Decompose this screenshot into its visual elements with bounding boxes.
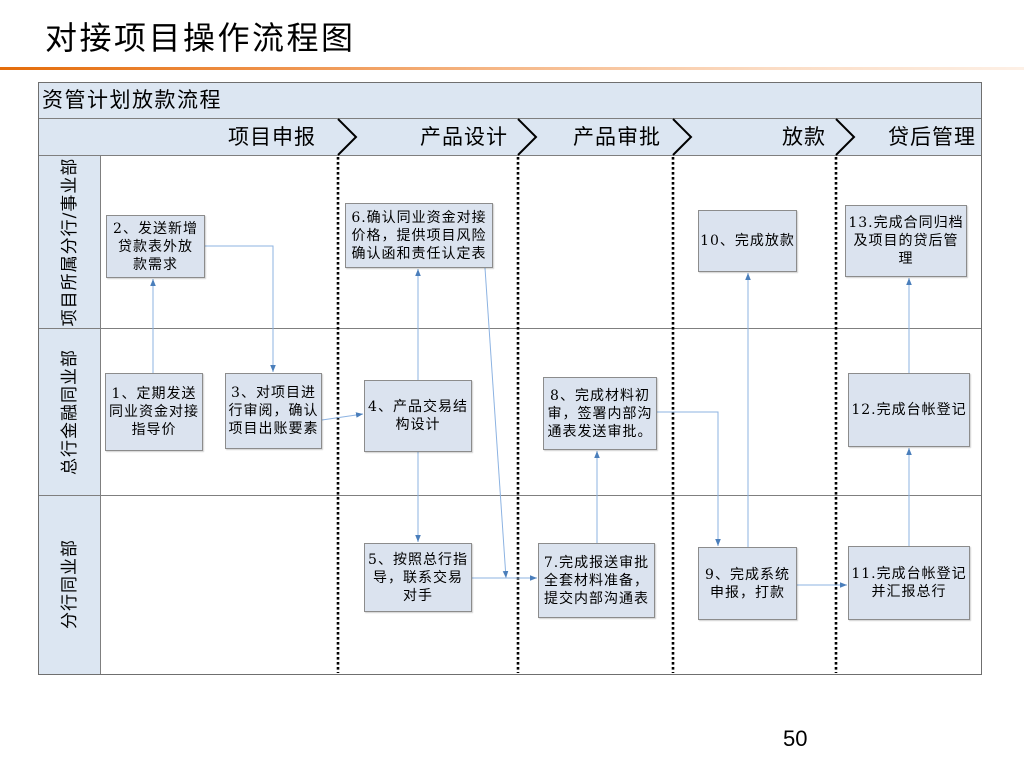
step-box-9: 9、完成系统 申报，打款 <box>698 547 797 620</box>
step-text-line: 导，联系交易 <box>373 569 463 586</box>
step-text-line: 7.完成报送审批 <box>543 554 650 571</box>
step-text-line: 构设计 <box>395 417 441 433</box>
step-text-line: 10、完成放款 <box>700 233 795 249</box>
step-text-line: 行审阅，确认 <box>228 403 319 419</box>
page-number: 50 <box>783 726 808 751</box>
step-text-line: 9、完成系统 <box>705 566 790 583</box>
diagram-frame <box>38 82 982 675</box>
phase-label-post-loan-management: 贷后管理 <box>888 125 976 149</box>
step-text-line: 11.完成台帐登记 <box>851 566 967 582</box>
phase-label-project-application: 项目申报 <box>228 125 316 149</box>
lane-label-branch-interbank-dept: 分行同业部 <box>60 539 80 629</box>
step-box-1: 1、定期发送 同业资金对接 指导价 <box>105 373 203 451</box>
step-box-7: 7.完成报送审批 全套材料准备， 提交内部沟通表 <box>538 543 655 618</box>
step-text-line: 对手 <box>403 587 433 604</box>
step-text-line: 提交内部沟通表 <box>544 590 649 607</box>
slide-title: 对接项目操作流程图 <box>45 19 356 57</box>
step-box-8: 8、完成材料初 审，签署内部沟 通表发送审批。 <box>543 377 657 450</box>
step-box-2: 2、发送新增 贷款表外放 款需求 <box>106 215 205 278</box>
lane-divider <box>39 495 981 496</box>
step-text-line: 5、按照总行指 <box>368 551 468 568</box>
step-text-line: 8、完成材料初 <box>550 387 650 404</box>
step-text-line: 6.确认同业资金对接 <box>351 209 487 226</box>
step-text-line: 12.完成台帐登记 <box>851 402 967 418</box>
phase-row <box>39 119 981 156</box>
phase-label-disbursement: 放款 <box>782 125 826 149</box>
step-text-line: 审，签署内部沟 <box>547 405 653 422</box>
step-text-line: 13.完成合同归档 <box>848 215 964 231</box>
phase-label-product-design: 产品设计 <box>420 125 508 149</box>
step-box-13: 13.完成合同归档 及项目的贷后管 理 <box>845 205 967 277</box>
step-box-11: 11.完成台帐登记 并汇报总行 <box>848 546 970 620</box>
step-text-line: 通表发送审批。 <box>547 423 653 440</box>
step-text-line: 确认函和责任认定表 <box>351 245 487 262</box>
lane-divider <box>39 328 981 329</box>
lane-label-project-branch: 项目所属分行/事业部 <box>60 157 80 327</box>
step-text-line: 价格，提供项目风险 <box>351 227 487 244</box>
step-text-line: 同业资金对接 <box>109 404 199 420</box>
step-box-6: 6.确认同业资金对接 价格，提供项目风险 确认函和责任认定表 <box>345 203 493 268</box>
step-text-line: 并汇报总行 <box>871 584 947 600</box>
step-text-line: 理 <box>898 251 914 267</box>
step-text-line: 款需求 <box>133 256 178 273</box>
step-text-line: 4、产品交易结 <box>368 399 468 415</box>
lane-label-hq-interbank-dept: 总行金融同业部 <box>60 349 80 475</box>
step-text-line: 申报，打款 <box>710 584 785 601</box>
step-text-line: 3、对项目进 <box>231 385 316 401</box>
step-text-line: 项目出账要素 <box>228 421 319 437</box>
step-box-10: 10、完成放款 <box>698 210 797 272</box>
step-text-line: 2、发送新增 <box>113 220 198 237</box>
step-text-line: 及项目的贷后管 <box>853 233 959 249</box>
step-box-4: 4、产品交易结 构设计 <box>364 380 472 452</box>
step-box-12: 12.完成台帐登记 <box>848 373 970 447</box>
step-text-line: 贷款表外放 <box>118 238 193 255</box>
lane-label-column <box>39 156 101 674</box>
step-box-3: 3、对项目进 行审阅，确认 项目出账要素 <box>225 373 322 449</box>
phase-label-product-approval: 产品审批 <box>573 125 661 149</box>
step-text-line: 1、定期发送 <box>111 386 197 402</box>
step-box-5: 5、按照总行指 导，联系交易 对手 <box>364 543 472 612</box>
step-text-line: 指导价 <box>131 422 177 438</box>
diagram-title: 资管计划放款流程 <box>42 88 222 112</box>
diagram-header-row: 资管计划放款流程 <box>39 83 981 119</box>
step-text-line: 全套材料准备， <box>544 572 649 589</box>
title-underline <box>0 67 1024 70</box>
